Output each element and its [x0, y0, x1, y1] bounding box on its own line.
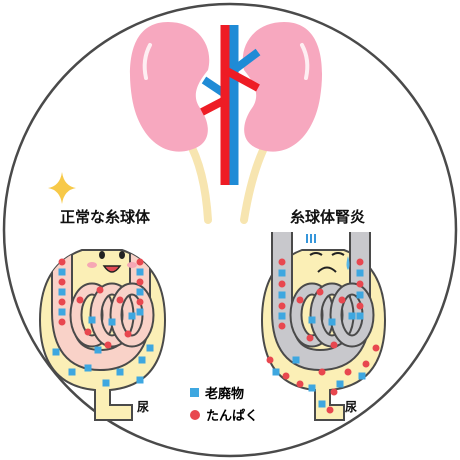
protein-particle [356, 302, 364, 310]
urine-label-disease: 尿 [345, 400, 358, 414]
waste-particle [58, 288, 66, 296]
protein-particle [326, 406, 334, 414]
protein-particle [116, 296, 124, 304]
protein-particle [136, 258, 144, 266]
protein-particle [362, 360, 370, 368]
blood-vessels [200, 25, 261, 185]
sweat-drop-icon [346, 256, 350, 270]
protein-particle [344, 368, 352, 376]
urine-label-normal: 尿 [137, 400, 150, 414]
waste-particle [136, 268, 144, 276]
waste-particle [318, 400, 326, 408]
protein-particle [58, 278, 66, 286]
protein-particle [76, 296, 84, 304]
waste-square-icon [190, 388, 199, 397]
waste-particle [88, 316, 96, 324]
waste-particle [308, 384, 316, 392]
protein-particle [278, 322, 286, 330]
waste-particle [308, 316, 316, 324]
waste-particle [58, 268, 66, 276]
protein-particle [136, 278, 144, 286]
protein-particle [338, 296, 346, 304]
protein-particle [356, 258, 364, 266]
normal-glomerulus [38, 249, 167, 421]
protein-particle [306, 334, 314, 342]
waste-particle [108, 318, 116, 326]
smile-face-icon [87, 251, 137, 273]
protein-particle [330, 341, 338, 349]
waste-particle [138, 356, 146, 364]
protein-particle [296, 380, 304, 388]
waste-particle [356, 312, 364, 320]
waste-particle [356, 269, 364, 277]
protein-circle-icon [190, 409, 200, 420]
waste-particle [84, 364, 92, 372]
protein-particle [96, 286, 104, 294]
waste-particle [278, 312, 286, 320]
waste-particle [102, 379, 110, 387]
normal-glomerulus-title: 正常な糸球体 [60, 208, 151, 226]
protein-particle [278, 302, 286, 310]
protein-particle [136, 298, 144, 306]
waste-particle [128, 312, 136, 320]
waste-particle [52, 348, 60, 356]
waste-particle [292, 356, 300, 364]
protein-particle [104, 341, 112, 349]
waste-particle [356, 291, 364, 299]
waste-particle [58, 308, 66, 316]
sparkle-icon [48, 172, 76, 204]
left-kidney [129, 22, 210, 152]
glomerulonephritis-title: 糸球体腎炎 [290, 208, 366, 226]
protein-particle [372, 344, 380, 352]
protein-particle [266, 356, 274, 364]
protein-particle [278, 258, 286, 266]
protein-particle [58, 318, 66, 326]
legend-protein-label: たんぱく [206, 409, 259, 424]
protein-particle [296, 296, 304, 304]
protein-particle [58, 298, 66, 306]
waste-particle [328, 318, 336, 326]
waste-particle [116, 368, 124, 376]
waste-particle [278, 291, 286, 299]
protein-particle [278, 280, 286, 288]
protein-particle [84, 328, 92, 336]
protein-particle [316, 288, 324, 296]
waste-particle [278, 269, 286, 277]
diseased-glomerulus [260, 232, 387, 421]
waste-particle [136, 308, 144, 316]
protein-particle [330, 388, 338, 396]
legend-waste-label: 老廃物 [205, 387, 245, 402]
waste-particle [136, 376, 144, 384]
protein-particle [58, 258, 66, 266]
protein-particle [318, 368, 326, 376]
right-kidney [242, 22, 323, 152]
waste-particle [136, 288, 144, 296]
waste-particle [68, 368, 76, 376]
particles [52, 258, 380, 414]
waste-particle [358, 372, 366, 380]
protein-particle [124, 330, 132, 338]
waste-particle [336, 380, 344, 388]
waste-particle [272, 368, 280, 376]
protein-particle [356, 280, 364, 288]
legend-waste: 老廃物 [190, 383, 244, 402]
sad-face-icon [306, 234, 350, 273]
waste-particle [146, 344, 154, 352]
waste-particle [94, 346, 102, 354]
protein-particle [282, 372, 290, 380]
waste-particle [348, 312, 356, 320]
legend-protein: たんぱく [190, 405, 258, 424]
